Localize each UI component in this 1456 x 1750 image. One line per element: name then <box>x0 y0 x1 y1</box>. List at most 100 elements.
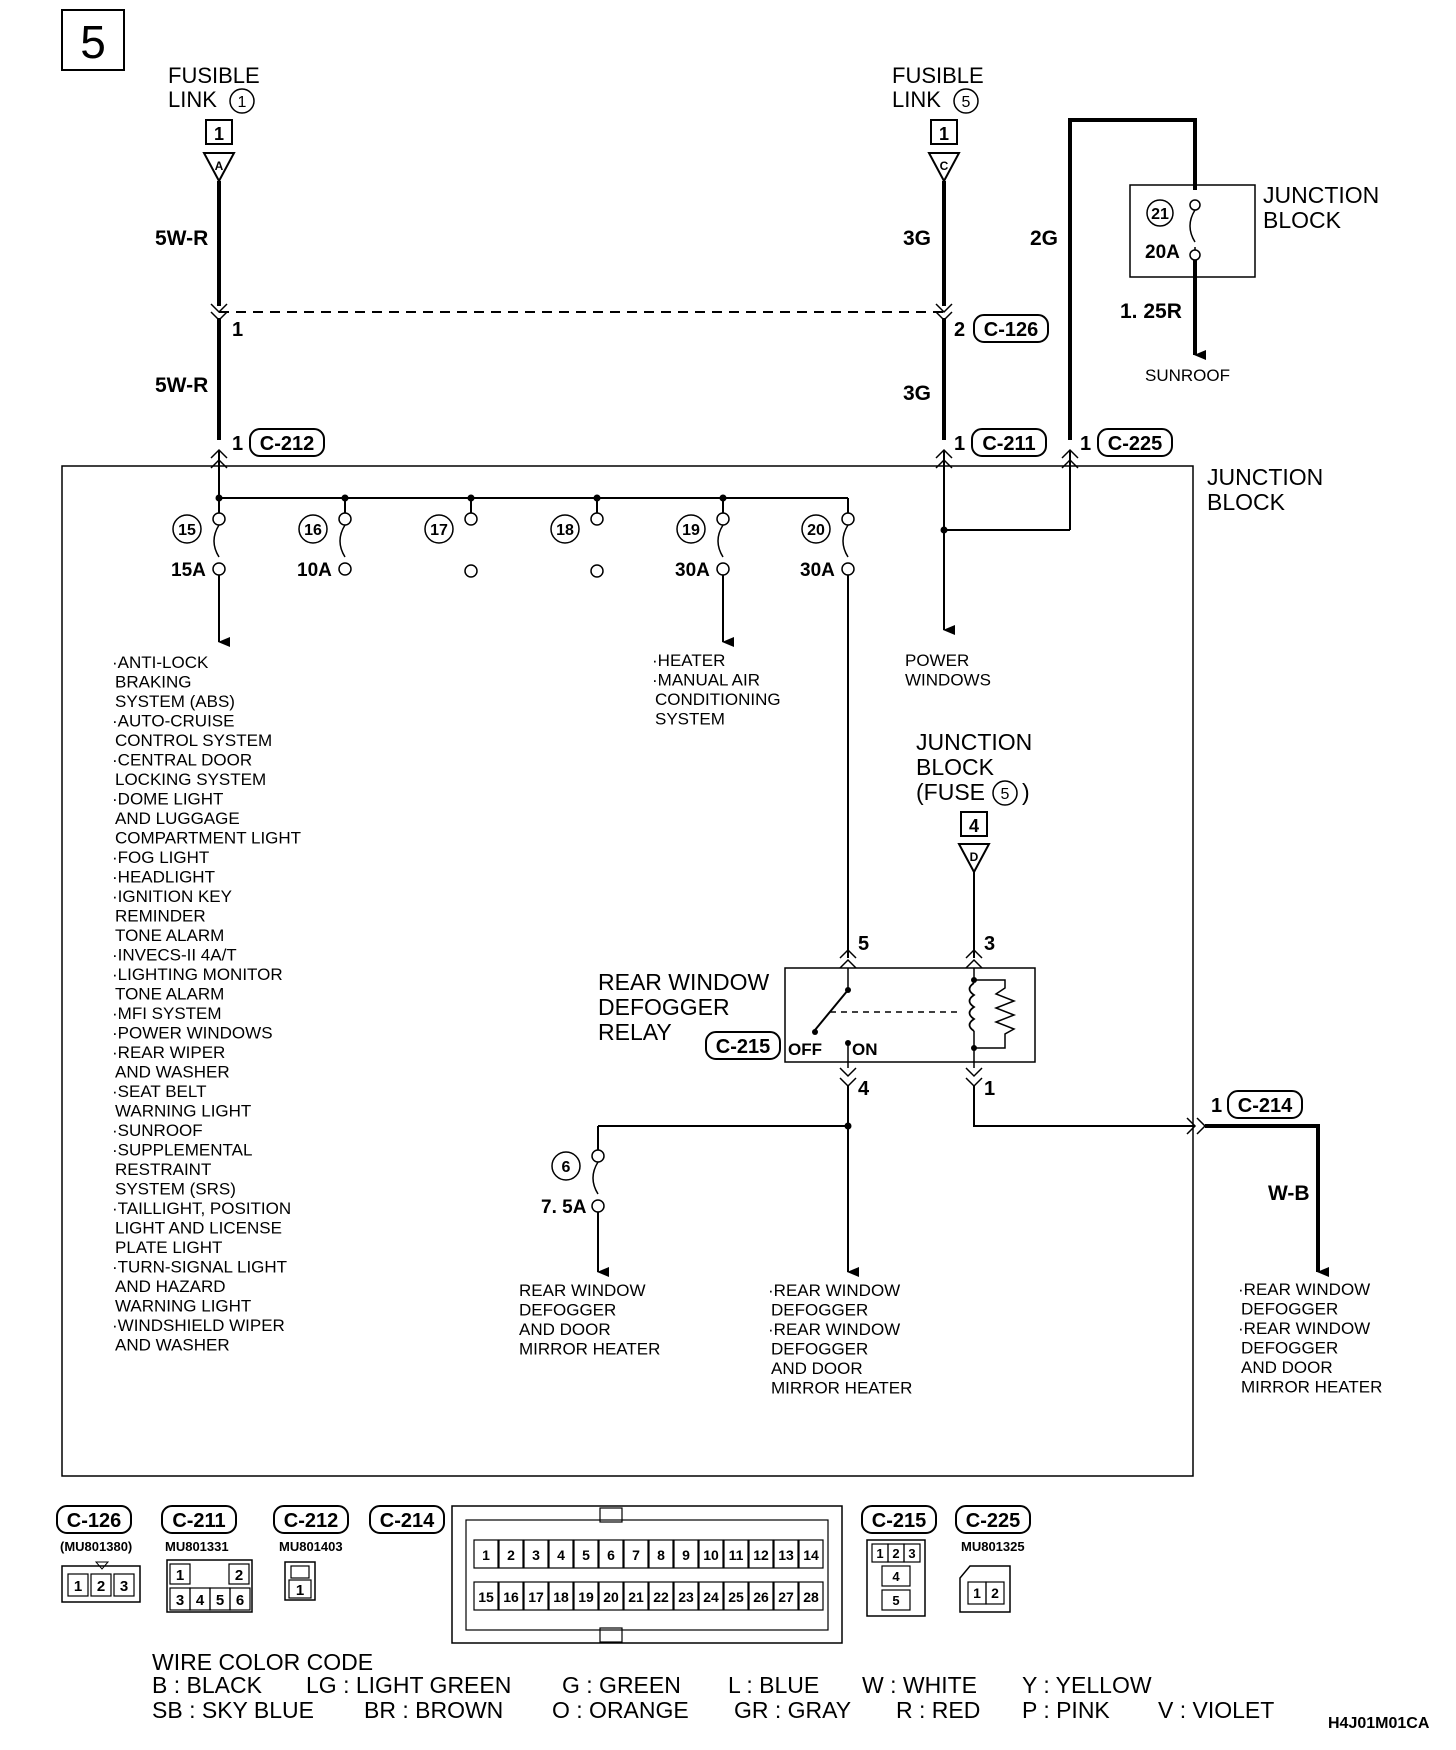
wire-color-entry: L : BLUE <box>728 1672 819 1698</box>
load-list-line: ·FOG LIGHT <box>112 848 209 867</box>
load-list-line: ·REAR WINDOW <box>1238 1280 1370 1299</box>
relay-off-label: OFF <box>788 1040 822 1059</box>
c126-pin-2: 2 <box>954 319 965 341</box>
load-list-line: TONE ALARM <box>115 926 224 945</box>
connector-pin-label: 8 <box>657 1547 665 1563</box>
relay-pin-5: 5 <box>858 933 869 955</box>
load-list-line: ·LIGHTING MONITOR <box>112 965 283 984</box>
load-list-line: DEFOGGER <box>1241 1300 1338 1319</box>
load-list-line: MIRROR HEATER <box>519 1340 660 1359</box>
wire-color-entry: Y : YELLOW <box>1022 1672 1152 1698</box>
fuse-6-number: 6 <box>562 1159 571 1176</box>
load-list-line: REMINDER <box>115 907 206 926</box>
page-number: 5 <box>80 16 106 68</box>
connector-tag-c126: C-126 <box>973 314 1049 343</box>
svg-text:C-126: C-126 <box>984 319 1038 341</box>
legend-c126-label: C-126 <box>67 1510 121 1532</box>
c214-pin: 1 <box>1211 1095 1222 1117</box>
legend-c212-part: MU801403 <box>279 1539 343 1554</box>
fuse-16: 16 10A <box>297 512 352 581</box>
fuse-18-number: 18 <box>556 522 574 539</box>
load-list-line: REAR WINDOW <box>519 1281 646 1300</box>
fuse-20-amp: 30A <box>800 560 835 581</box>
fuse-6-amp: 7. 5A <box>541 1197 587 1218</box>
load-list-line: AND DOOR <box>1241 1358 1333 1377</box>
fuse-17-number: 17 <box>430 522 448 539</box>
wire-color-entry: SB : SKY BLUE <box>152 1697 314 1723</box>
load-list-line: AND HAZARD <box>115 1277 226 1296</box>
load-list-line: ·TAILLIGHT, POSITION <box>112 1199 291 1218</box>
wire-label-5w-r-bottom: 5W-R <box>155 374 208 397</box>
wire-color-code-title: WIRE COLOR CODE <box>152 1649 373 1675</box>
wire-label-3g-top: 3G <box>903 227 931 250</box>
load-list-line: SYSTEM (SRS) <box>115 1180 236 1199</box>
wire-color-entry: LG : LIGHT GREEN <box>306 1672 511 1698</box>
wire-label-w-b: W-B <box>1268 1182 1310 1205</box>
fusible-link-5: FUSIBLE LINK 5 1 C <box>892 63 984 184</box>
load-list-line: ·HEADLIGHT <box>112 868 215 887</box>
wire-color-entry: B : BLACK <box>152 1672 263 1698</box>
wire-label-2g: 2G <box>1030 227 1058 250</box>
connector-tag-c225: C-225 <box>1097 428 1173 457</box>
fusible-link-1-title: FUSIBLE <box>168 63 260 88</box>
fusible-link-5-number: 5 <box>962 94 971 111</box>
load-list-line: WINDOWS <box>905 671 991 690</box>
connector-pin-label: 4 <box>557 1547 565 1563</box>
wire-color-entry: BR : BROWN <box>364 1697 503 1723</box>
load-list-line: LIGHT AND LICENSE <box>115 1219 282 1238</box>
wire-color-entry: GR : GRAY <box>734 1697 851 1723</box>
page-number-box: 5 <box>61 9 125 71</box>
connector-pin-label: 1 <box>973 1585 981 1601</box>
sunroof-label: SUNROOF <box>1145 366 1230 385</box>
legend-c211-label: C-211 <box>172 1510 225 1532</box>
junction-block-top-title: JUNCTION <box>1263 182 1379 208</box>
load-list-line: CONDITIONING <box>655 690 781 709</box>
load-list-line: AND LUGGAGE <box>115 809 240 828</box>
load-list-line: ·ANTI-LOCK <box>112 653 209 672</box>
connector-pin-label: 3 <box>908 1546 915 1561</box>
wire-color-code: WIRE COLOR CODE B : BLACK LG : LIGHT GREE… <box>152 1649 1274 1723</box>
load-list-line: DEFOGGER <box>771 1340 868 1359</box>
load-list-line: ·AUTO-CRUISE <box>112 712 234 731</box>
connector-pin-label: 3 <box>532 1547 540 1563</box>
load-list-line: ·INVECS-II 4A/T <box>112 946 237 965</box>
jb-fuse5-close: ) <box>1022 779 1030 805</box>
fuse-21-amp: 20A <box>1145 242 1180 263</box>
svg-text:C-214: C-214 <box>1238 1095 1293 1117</box>
connector-pin-label: 20 <box>603 1589 619 1605</box>
load-list-line: TONE ALARM <box>115 985 224 1004</box>
connector-pin-label: 25 <box>728 1589 744 1605</box>
svg-text:C-211: C-211 <box>982 433 1035 455</box>
fusible-link-1-number: 1 <box>238 94 247 111</box>
wire-label-5w-r-top: 5W-R <box>155 227 208 250</box>
c212-pin: 1 <box>232 433 243 455</box>
relay-output-wires: 6 7. 5A <box>541 1086 1329 1277</box>
connector-pin-label: 24 <box>703 1589 719 1605</box>
jb-fuse5-title: JUNCTION <box>916 729 1032 755</box>
svg-text:C-212: C-212 <box>260 433 314 455</box>
rear-window-defogger-relay: 5 3 4 1 OFF ON REAR WINDOW DEFOGGER RELA… <box>598 933 1036 1100</box>
connector-pin-label: 11 <box>729 1547 744 1563</box>
fuse-19-number: 19 <box>682 522 700 539</box>
load-list-line: AND WASHER <box>115 1063 230 1082</box>
connector-pin-label: 15 <box>478 1589 494 1605</box>
connector-pin-label: 1 <box>176 1567 184 1584</box>
load-list-line: ·CENTRAL DOOR <box>112 751 252 770</box>
connector-pin-label: 14 <box>803 1547 819 1563</box>
jb-fuse5-block: BLOCK <box>916 754 995 780</box>
jb-fuse5-fuse: (FUSE <box>916 779 985 805</box>
load-list-line: ·SEAT BELT <box>112 1082 206 1101</box>
fusible-link-5-title: FUSIBLE <box>892 63 984 88</box>
connector-pin-label: 2 <box>991 1585 999 1601</box>
load-list-line: ·HEATER <box>652 651 725 670</box>
relay-pin-1: 1 <box>984 1078 995 1100</box>
load-list-line: ·SUPPLEMENTAL <box>112 1141 252 1160</box>
load-list-line: ·REAR WINDOW <box>768 1281 900 1300</box>
wire-color-entry: W : WHITE <box>862 1672 977 1698</box>
load-list-line: RESTRAINT <box>115 1160 211 1179</box>
load-list-line: ·REAR WIPER <box>112 1043 225 1062</box>
